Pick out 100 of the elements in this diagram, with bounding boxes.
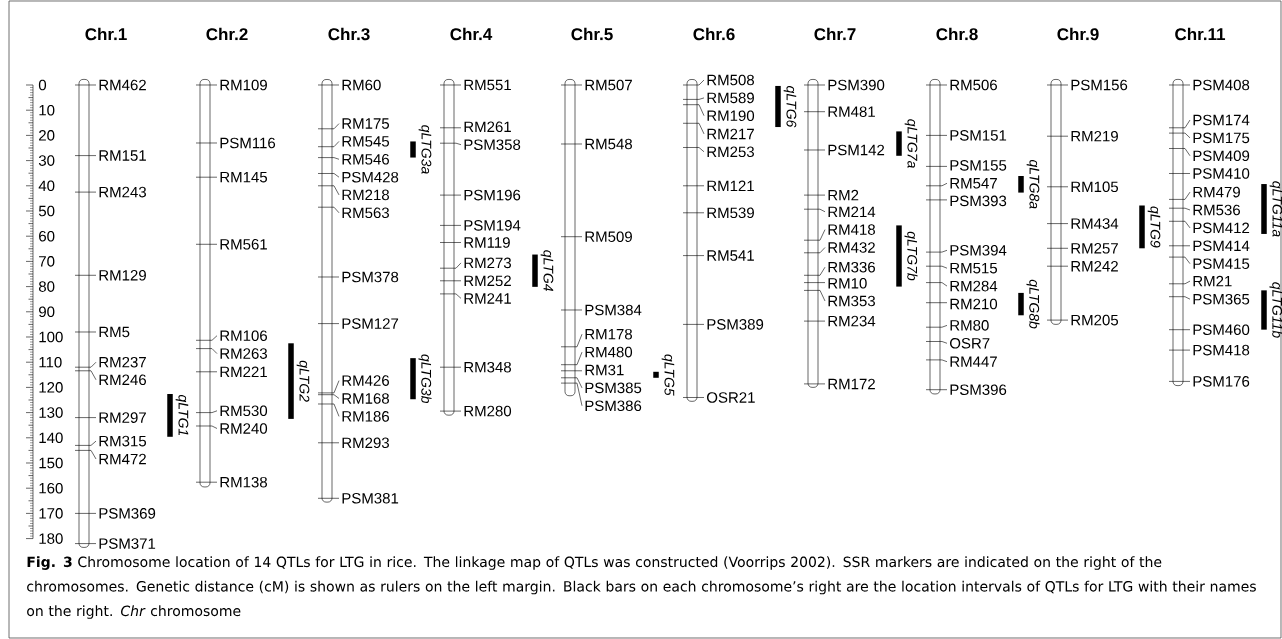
marker-label: PSM410 bbox=[1193, 168, 1250, 179]
marker-label: RM151 bbox=[99, 150, 146, 161]
marker-label: RM530 bbox=[220, 405, 268, 417]
marker-label: RM480 bbox=[585, 346, 633, 358]
marker-label: RM190 bbox=[707, 110, 755, 121]
marker-label: PSM378 bbox=[342, 271, 399, 283]
marker-label: OSR7 bbox=[950, 338, 990, 349]
marker-label: RM273 bbox=[464, 257, 511, 269]
marker-label: RM2 bbox=[828, 189, 859, 201]
marker-label: RM263 bbox=[220, 348, 267, 359]
chromosome-label: Chr.4 bbox=[450, 27, 493, 41]
chromosome-label: Chr.1 bbox=[85, 27, 127, 41]
chromosome-label: Chr.3 bbox=[328, 27, 370, 41]
marker-label: RM221 bbox=[220, 366, 267, 378]
marker-label: RM210 bbox=[950, 298, 998, 310]
qtl-label: qLTG5 bbox=[661, 354, 675, 396]
marker-label: RM261 bbox=[464, 121, 511, 133]
ruler-number: 50 bbox=[38, 205, 55, 217]
marker-label: RM509 bbox=[585, 231, 632, 242]
chromosome-label: Chr.9 bbox=[1057, 27, 1099, 41]
marker-label: PSM389 bbox=[707, 319, 764, 330]
marker-label: RM129 bbox=[99, 270, 146, 281]
marker-label: PSM371 bbox=[99, 538, 156, 549]
ruler-number: 60 bbox=[39, 230, 55, 242]
marker-label: RM119 bbox=[464, 237, 510, 248]
marker-label: RM241 bbox=[464, 293, 511, 304]
chromosome-drawing bbox=[1046, 79, 1069, 325]
marker-label: RM315 bbox=[99, 435, 147, 447]
marker-label: PSM156 bbox=[1071, 79, 1128, 91]
marker-label: PSM409 bbox=[1193, 150, 1250, 162]
ruler-number: 70 bbox=[39, 256, 55, 267]
marker-label: RM479 bbox=[1193, 186, 1240, 198]
qtl-label: qLTG3a bbox=[418, 125, 432, 174]
marker-label: PSM381 bbox=[342, 493, 399, 504]
marker-label: RM178 bbox=[585, 328, 632, 340]
marker-label: RM432 bbox=[828, 242, 875, 253]
chromosome-drawing bbox=[439, 79, 462, 416]
marker-label: RM106 bbox=[220, 330, 267, 341]
marker-label: RM481 bbox=[828, 106, 875, 117]
chromosome-label: Chr.2 bbox=[206, 27, 248, 41]
marker-label: RM539 bbox=[707, 207, 754, 219]
marker-label: RM561 bbox=[220, 239, 267, 250]
figure-caption: Fig. 3 Chromosome location of 14 QTLs for LTG in rice. The linkage map of QTLs was constructed (Voorrips 2002). SSR markers are indicated on the right of the chromosomes. Genetic distance (cM) is shown as rulers on the left margin. Black bars on each chromosome’s right are the location intervals of QTLs for LTG with their names on the right. Chr chromosome bbox=[27, 556, 1256, 619]
ruler-number: 30 bbox=[38, 155, 55, 166]
marker-label: RM5 bbox=[99, 326, 130, 338]
marker-label: RM348 bbox=[464, 361, 511, 373]
marker-label: OSR21 bbox=[707, 392, 755, 403]
marker-label: RM80 bbox=[950, 320, 989, 331]
marker-label: PSM408 bbox=[1193, 79, 1250, 91]
chromosome-drawing bbox=[925, 79, 948, 395]
marker-label: RM447 bbox=[950, 356, 997, 367]
marker-label: PSM175 bbox=[1193, 132, 1250, 144]
marker-label: PSM358 bbox=[464, 139, 521, 150]
marker-label: RM10 bbox=[828, 278, 867, 289]
chromosome-drawing bbox=[560, 79, 583, 407]
qtl-label: qLTG8a bbox=[1026, 160, 1040, 209]
ruler-number: 90 bbox=[39, 306, 55, 318]
marker-label: RM280 bbox=[464, 405, 512, 417]
qtl-label: qLTG4 bbox=[540, 250, 554, 292]
marker-label: PSM116 bbox=[220, 137, 276, 149]
marker-label: PSM415 bbox=[1193, 258, 1250, 269]
marker-label: RM175 bbox=[342, 118, 390, 129]
marker-label: RM293 bbox=[342, 437, 389, 449]
marker-label: RM186 bbox=[342, 411, 389, 422]
marker-label: RM214 bbox=[828, 206, 876, 218]
marker-label: RM536 bbox=[1193, 204, 1240, 216]
marker-label: RM515 bbox=[950, 262, 998, 274]
qtl-label: qLTG11b bbox=[1269, 282, 1282, 338]
chromosome-drawing bbox=[803, 79, 826, 388]
marker-label: RM205 bbox=[1071, 314, 1119, 326]
chromosome-label: Chr.8 bbox=[936, 27, 978, 41]
marker-label: PSM369 bbox=[99, 508, 156, 519]
marker-label: PSM194 bbox=[464, 220, 521, 231]
qtl-label: qLTG2 bbox=[296, 360, 310, 402]
marker-label: PSM155 bbox=[950, 160, 1007, 171]
marker-label: PSM365 bbox=[1193, 293, 1250, 305]
marker-label: RM508 bbox=[707, 74, 754, 86]
qtl-label: qLTG8b bbox=[1026, 279, 1040, 329]
qtl-label: qLTG3b bbox=[418, 354, 432, 404]
marker-label: RM121 bbox=[707, 180, 754, 192]
marker-label: PSM151 bbox=[950, 130, 1007, 141]
marker-label: RM434 bbox=[1071, 218, 1119, 229]
marker-label: RM218 bbox=[342, 189, 389, 201]
marker-label: RM234 bbox=[828, 315, 876, 327]
marker-label: RM257 bbox=[1071, 243, 1118, 254]
qtl-label: qLTG7a bbox=[904, 119, 918, 168]
marker-label: RM60 bbox=[342, 79, 381, 91]
marker-label: RM418 bbox=[828, 224, 875, 235]
marker-label: PSM428 bbox=[342, 171, 399, 183]
chromosome-label: Chr.6 bbox=[693, 27, 735, 41]
marker-label: RM426 bbox=[342, 375, 389, 386]
marker-label: RM551 bbox=[464, 79, 511, 91]
marker-label: RM563 bbox=[342, 207, 389, 219]
marker-label: PSM142 bbox=[828, 144, 885, 156]
qtl-label: qLTG6 bbox=[783, 86, 797, 128]
chromosome-drawing bbox=[74, 79, 97, 548]
ruler-number: 20 bbox=[39, 130, 55, 141]
marker-label: PSM396 bbox=[950, 384, 1007, 395]
marker-label: PSM384 bbox=[585, 304, 642, 316]
marker-label: RM145 bbox=[220, 171, 268, 183]
